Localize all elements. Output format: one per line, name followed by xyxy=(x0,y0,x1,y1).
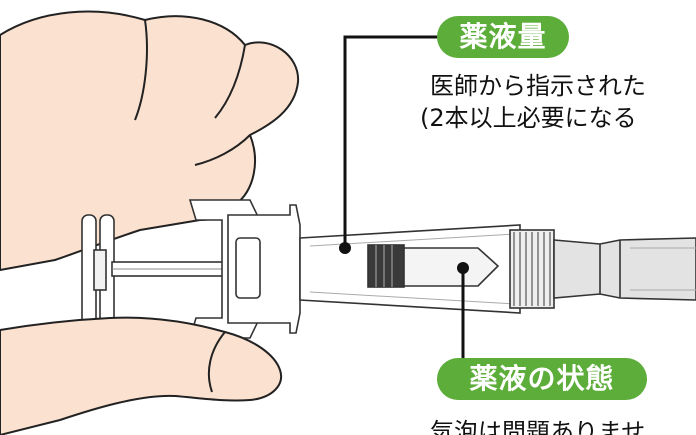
hand-thumb xyxy=(0,316,283,435)
label-drug-condition: 薬液の状態 xyxy=(437,358,647,400)
finger-flange xyxy=(188,199,301,339)
instruction-text-line-1: 医師から指示された xyxy=(430,72,646,100)
leader-lines xyxy=(343,35,465,360)
syringe-barrel xyxy=(299,224,696,314)
leader-line-top xyxy=(343,35,440,248)
leader-dot-top xyxy=(339,242,351,254)
plunger xyxy=(81,214,243,326)
instruction-text-line-3: 気泡は問題ありませ xyxy=(430,418,646,435)
instruction-text-line-2: (2本以上必要になる xyxy=(420,104,637,132)
leader-dot-bottom xyxy=(457,262,469,274)
label-drug-amount: 薬液量 xyxy=(437,16,569,58)
